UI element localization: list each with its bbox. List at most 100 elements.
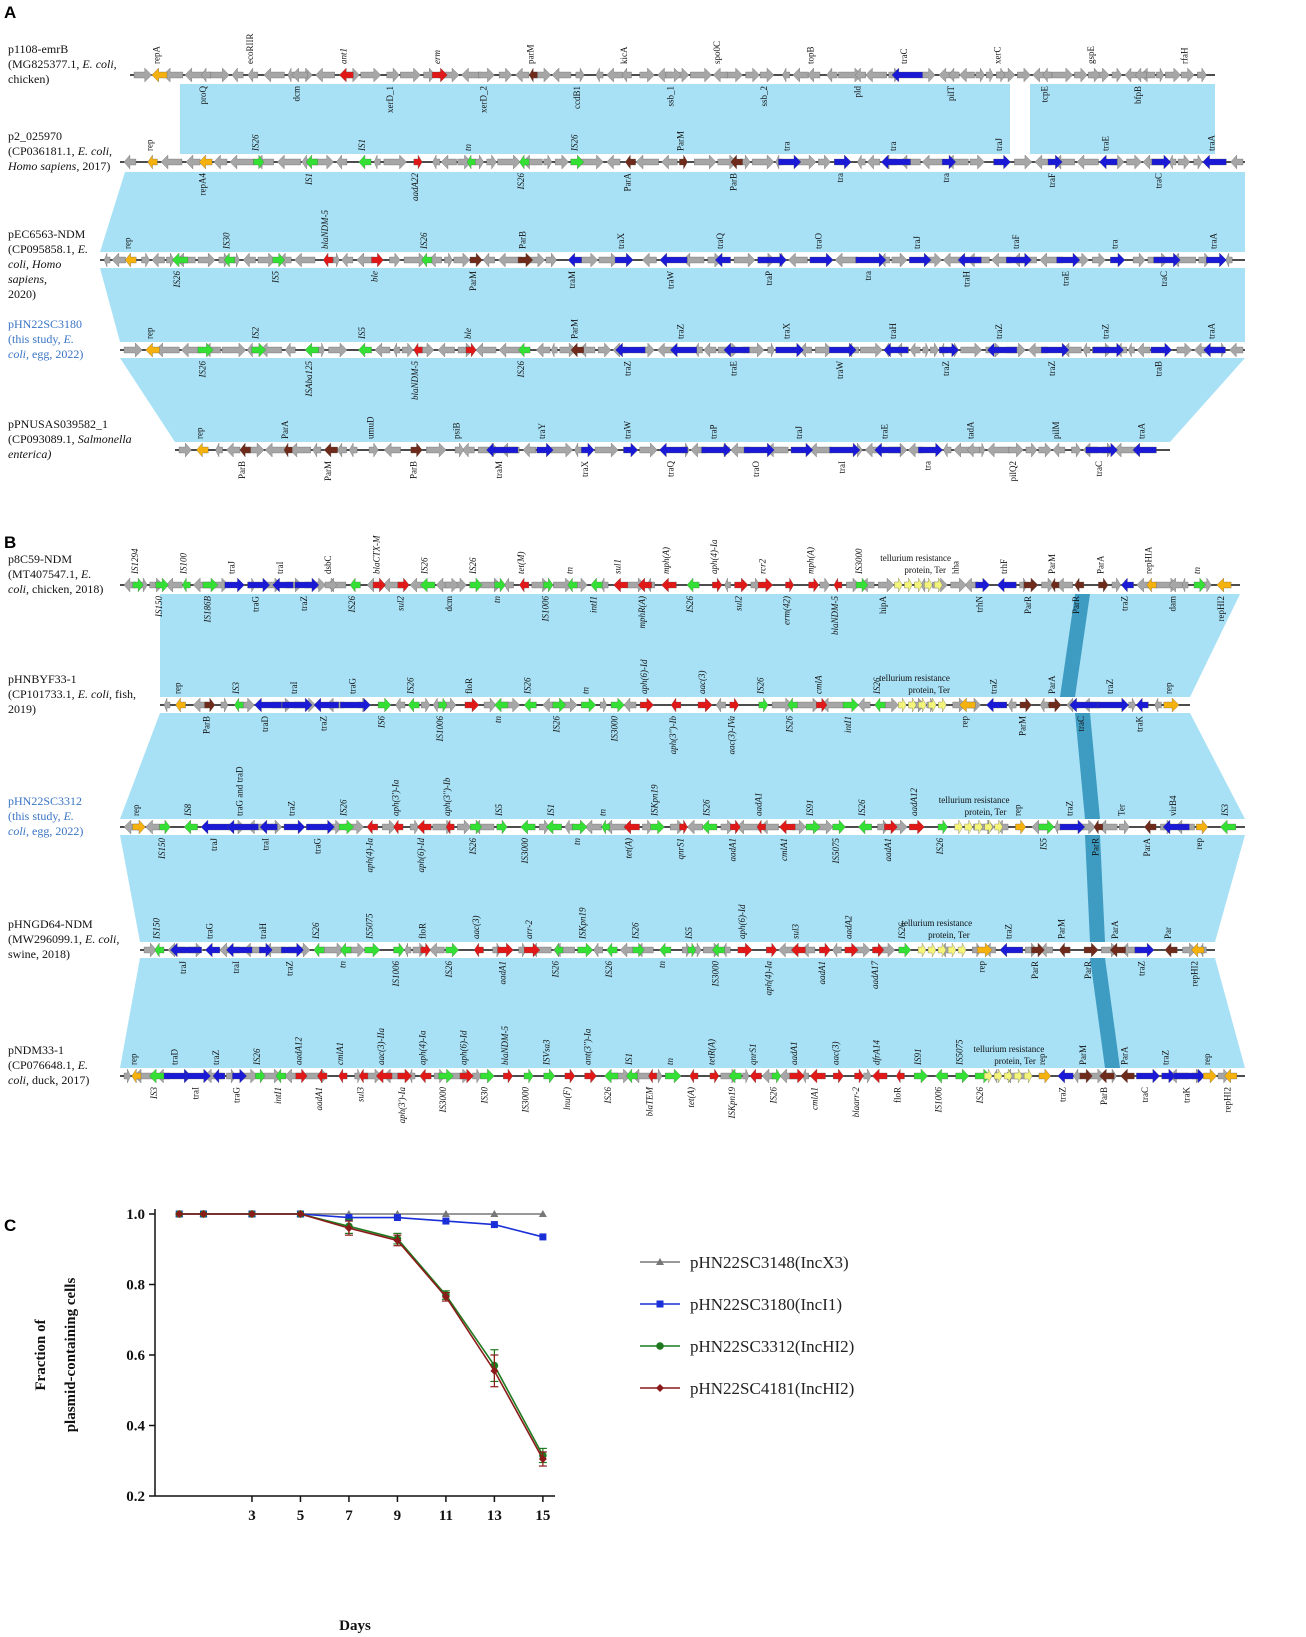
gene-arrow (724, 577, 731, 593)
gene-is1 (358, 154, 372, 170)
gene-is26 (519, 154, 530, 170)
gene-kica (621, 67, 632, 83)
a-row-desc-2-3: 2020) (8, 287, 36, 301)
gene-label: repHI2 (1223, 1087, 1233, 1113)
gene-label: IS30 (479, 1087, 489, 1105)
gene-label: sul3 (790, 923, 800, 939)
gene-label: tn (463, 143, 473, 151)
gene-trac (1136, 1068, 1160, 1084)
legend-label: pHN22SC4181(IncHI2) (690, 1379, 854, 1398)
gene-psib (454, 442, 464, 458)
gene-label: IS1 (546, 804, 556, 817)
gene-label: IS5075 (954, 1039, 964, 1066)
gene-arrow (574, 442, 582, 458)
panel-label-a: A (4, 3, 16, 22)
gene-aac3 (833, 1068, 844, 1084)
gene-label: repHI2 (1216, 596, 1226, 622)
gene-label: aph(4)-Ia (364, 838, 374, 873)
gene-arrow (259, 342, 282, 358)
gene-rep (1203, 1068, 1217, 1084)
gene-label: IS26 (419, 232, 429, 250)
gene-ecoriir (247, 67, 258, 83)
gene-tram (486, 442, 519, 458)
gene-arrow (429, 942, 445, 958)
gene-mphra (637, 577, 652, 593)
desc-word: 2022) (55, 347, 83, 361)
gene-aph4ia (766, 942, 778, 958)
gene-label: aadA22 (410, 173, 420, 201)
gene-arrow (279, 252, 292, 268)
gene-rep (1196, 819, 1209, 835)
gene-label: repHI2 (1190, 961, 1200, 987)
gene-label: tet(M) (516, 552, 526, 575)
gene-label: aadA1 (497, 961, 507, 985)
gene-traj (200, 819, 233, 835)
gene-arrow (160, 154, 183, 170)
gene-para (625, 154, 636, 170)
gene-traw (829, 342, 857, 358)
b-row-name-1: pHNBYF33-1 (8, 672, 77, 686)
a-row-name-0: p1108-emrB (8, 42, 68, 56)
gene-label: protein, Ter (928, 930, 970, 940)
gene-label: repHIA (1144, 546, 1154, 574)
gene-aph4ia (712, 577, 723, 593)
gene-arrow (670, 819, 685, 835)
gene-arrow (694, 154, 717, 170)
b-row-name-4: pNDM33-1 (8, 1043, 64, 1057)
gene-rephi2 (1191, 942, 1205, 958)
gene-label: traH (888, 323, 898, 339)
gene-trag (232, 1068, 247, 1084)
gene-arrow (826, 67, 838, 83)
gene-label: ParB (409, 461, 419, 479)
data-point (345, 1214, 353, 1222)
gene-label: rep (128, 1053, 138, 1065)
gene-arrow (715, 697, 726, 713)
gene-arrow (492, 942, 502, 958)
tellurium-gene (934, 577, 943, 593)
gene-parm (1079, 1068, 1093, 1084)
gene-label: IS26 (252, 1048, 262, 1066)
gene-is26 (701, 819, 718, 835)
gene-aph6id (416, 819, 432, 835)
gene-is91 (913, 1068, 928, 1084)
gene-label: ParR (1030, 961, 1040, 979)
gene-label: protein, Ter (994, 1056, 1036, 1066)
gene-arrow (294, 252, 316, 268)
gene-label: ParR (1071, 596, 1081, 614)
gene-arrow (1165, 67, 1181, 83)
gene-teta (623, 819, 640, 835)
gene-aph6id (639, 697, 654, 713)
gene-label: ParR (1083, 961, 1093, 979)
series-line (179, 1213, 544, 1456)
gene-label: dcm (292, 86, 302, 102)
gene-arrow (922, 342, 930, 358)
gene-label: IS26 (468, 557, 478, 575)
gene-label: IS26 (897, 922, 907, 940)
y-tick-label: 0.6 (126, 1348, 145, 1364)
desc-word: E. (77, 242, 88, 256)
desc-word: E. (63, 332, 74, 346)
gene-blactxm (372, 577, 386, 593)
gene-rep (131, 1068, 142, 1084)
gene-dsbc (324, 577, 338, 593)
gene-arrow (336, 154, 348, 170)
gene-traz (313, 697, 339, 713)
gene-is5 (358, 342, 372, 358)
gene-para (1098, 577, 1109, 593)
gene-arrow (943, 442, 952, 458)
gene-is3 (1220, 819, 1236, 835)
tellurium-gene (984, 1068, 993, 1084)
gene-parb (517, 252, 534, 268)
gene-label: blaTEM (645, 1087, 655, 1117)
gene-arrow (580, 154, 604, 170)
gene-label: traA (1137, 423, 1147, 439)
gene-trah (957, 252, 982, 268)
homology-band (180, 84, 1010, 154)
gene-label: tcpE (1039, 86, 1049, 103)
gene-sul2 (397, 577, 410, 593)
gene-is3000 (523, 1068, 534, 1084)
gene-trac (1069, 697, 1099, 713)
gene-label: traE (1060, 271, 1070, 286)
gene-tra (1110, 252, 1126, 268)
gene-parm (1058, 942, 1071, 958)
